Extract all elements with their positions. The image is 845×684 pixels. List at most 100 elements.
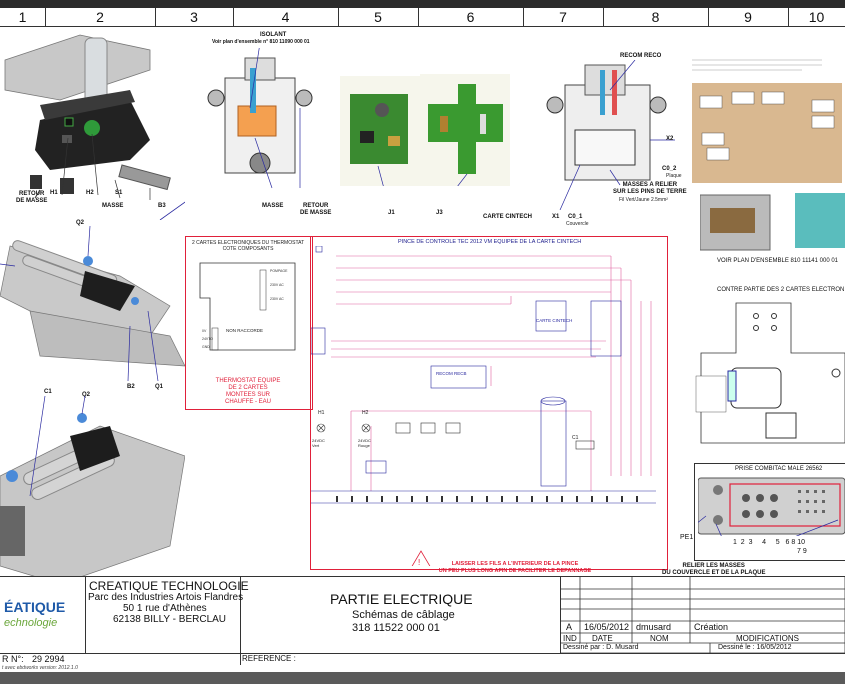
- drawing-title: PARTIE ELECTRIQUE: [330, 591, 473, 607]
- label-combitac-numbers-2: 7 9: [797, 548, 807, 555]
- schematic-frame: [310, 236, 668, 570]
- drawing-sheet: 1 2 3 4 5 6 7 8 9 10 RETOUR DE MASSE H1 …: [0, 8, 845, 684]
- label-c0-2-sub: Plaque: [666, 173, 682, 179]
- svg-text:230V AC: 230V AC: [270, 297, 284, 301]
- label-c0-2: C0_2: [662, 166, 677, 172]
- label-c1: C1: [44, 389, 52, 395]
- column-3: 3: [155, 8, 234, 26]
- label-j3: J3: [436, 210, 443, 216]
- label-q2-top: Q2: [76, 220, 85, 226]
- thermostat-box: [185, 236, 313, 410]
- header-ind: IND: [563, 634, 577, 643]
- counterpart-board-drawing: [695, 302, 845, 444]
- window-bottom-bar: [0, 672, 845, 684]
- label-isolant-sub: Voir plan d'ensemble n° 810 11090 000 01: [212, 39, 310, 45]
- label-b2: B2: [127, 384, 135, 390]
- title-block-divider: [0, 653, 845, 654]
- column-header: 1 2 3 4 5 6 7 8 9 10: [0, 8, 845, 27]
- column-9: 9: [708, 8, 789, 26]
- schematic-h1: H1: [318, 410, 325, 416]
- board-photos: [700, 193, 845, 251]
- window-top-bar: [0, 0, 845, 8]
- number-label: R N°:: [2, 654, 24, 664]
- label-q1: Q1: [155, 384, 164, 390]
- label-masse-2: MASSE: [262, 203, 284, 209]
- clamp-board-view-2: [546, 60, 675, 210]
- label-q2-bottom: Q2: [82, 392, 91, 398]
- label-h2: H2: [86, 190, 94, 196]
- rev-date: 16/05/2012: [584, 622, 630, 632]
- schematic-c1: C1: [572, 435, 579, 441]
- rev-name: dmusard: [636, 622, 672, 632]
- column-label: 3: [190, 9, 198, 25]
- column-label: 4: [281, 9, 290, 25]
- schematic-warning: LAISSER LES FILS A L'INTERIEUR DE LA PIN…: [438, 561, 592, 574]
- rev-letter: A: [566, 622, 573, 632]
- column-label: 10: [808, 9, 825, 25]
- column-4: 4: [233, 8, 339, 26]
- header-modifications: MODIFICATIONS: [736, 634, 799, 643]
- label-carte-cintech: CARTE CINTECH: [483, 214, 532, 220]
- header-date: DATE: [592, 634, 613, 643]
- column-7: 7: [523, 8, 604, 26]
- clamp-arm-render-1: [0, 226, 185, 382]
- label-recom-reco: RECOM RECO: [620, 53, 662, 59]
- thermostat-board-drawing: POMPAGE 230V AC 230V AC 0V 24VTO GND: [199, 262, 296, 351]
- drawn-by: Dessiné par : D. Musard: [563, 644, 639, 651]
- carte-cintech-schematic-label: CARTE CINTECH: [536, 318, 573, 323]
- clamp-arm-render-2: [0, 396, 185, 584]
- logo-text-2: echnologie: [4, 617, 58, 629]
- title-block: ÉATIQUE echnologie CREATIQUE TECHNOLOGIE…: [0, 576, 845, 671]
- label-pe1: PE1: [680, 534, 694, 541]
- column-label: 7: [559, 9, 567, 25]
- reference-label: REFERENCE :: [242, 654, 296, 663]
- number-value: 29 2994: [32, 654, 65, 664]
- company-address-2: 50 1 rue d'Athènes: [123, 603, 207, 614]
- header-nom: NOM: [650, 634, 669, 643]
- label-x2: X2: [666, 136, 674, 142]
- label-relier-masses: RELIER LES MASSES DU COUVERCLE ET DE LA …: [662, 563, 766, 576]
- column-1: 1: [0, 8, 46, 26]
- label-prise-combitac: PRISE COMBITAC MALE 26562: [735, 466, 823, 472]
- svg-text:POMPAGE: POMPAGE: [270, 269, 288, 273]
- recom-schematic-label: RECOM RECB: [436, 371, 467, 376]
- column-8: 8: [603, 8, 709, 26]
- label-isolant: ISOLANT: [260, 32, 287, 38]
- column-label: 1: [18, 9, 27, 25]
- logo-text-1: ÉATIQUE: [4, 599, 66, 615]
- reference-divider: [240, 653, 241, 665]
- column-2: 2: [45, 8, 156, 26]
- non-raccorde-label: NON RACCORDE: [226, 328, 264, 333]
- drawn-on: Dessiné le : 16/05/2012: [718, 644, 792, 651]
- column-5: 5: [338, 8, 419, 26]
- column-label: 6: [466, 9, 475, 25]
- svg-text:24VTO: 24VTO: [202, 337, 213, 341]
- software-version: t avec ebdworks version: 2012.1.0: [2, 665, 78, 671]
- schematic-h2-sub: 24VDC Rouge: [358, 438, 371, 448]
- company-address-1: Parc des Industries Artois Flandres: [88, 592, 244, 603]
- label-voir-plan: VOIR PLAN D'ENSEMBLE 810 11141 000 01: [717, 258, 838, 264]
- label-combitac-numbers: 1 2 3 4 5 6 8 10: [733, 539, 805, 546]
- drawing-number: 318 11522 000 01: [352, 622, 440, 634]
- label-contre-partie: CONTRE PARTIE DES 2 CARTES ELECTRON: [717, 287, 845, 293]
- label-j1: J1: [388, 210, 395, 216]
- company-cell: CREATIQUE TECHNOLOGIE Parc des Industrie…: [85, 577, 249, 653]
- label-h1: H1: [50, 190, 58, 196]
- combitac-frame: [694, 463, 845, 561]
- thermostat-title: 2 CARTES ELECTRONIQUES DU THERMOSTAT COT…: [192, 240, 305, 252]
- column-6: 6: [418, 8, 524, 26]
- label-masse-1: MASSE: [102, 203, 124, 209]
- pcb-photo-j3: [420, 74, 510, 186]
- column-label: 5: [374, 9, 382, 25]
- drawing-title-cell: PARTIE ELECTRIQUE Schémas de câblage 318…: [240, 577, 561, 653]
- column-10: 10: [788, 8, 845, 26]
- revision-table: A 16/05/2012 dmusard Création IND DATE N…: [560, 577, 845, 653]
- schematic-h2: H2: [362, 410, 369, 416]
- column-label: 2: [96, 9, 104, 25]
- svg-text:GND: GND: [202, 345, 210, 349]
- clamp-board-view: [207, 48, 313, 189]
- label-retour-masse-2: RETOUR DE MASSE: [300, 203, 332, 216]
- label-b3: B3: [158, 203, 166, 209]
- clamp-3d-render: [4, 34, 185, 220]
- svg-text:0V: 0V: [202, 329, 207, 333]
